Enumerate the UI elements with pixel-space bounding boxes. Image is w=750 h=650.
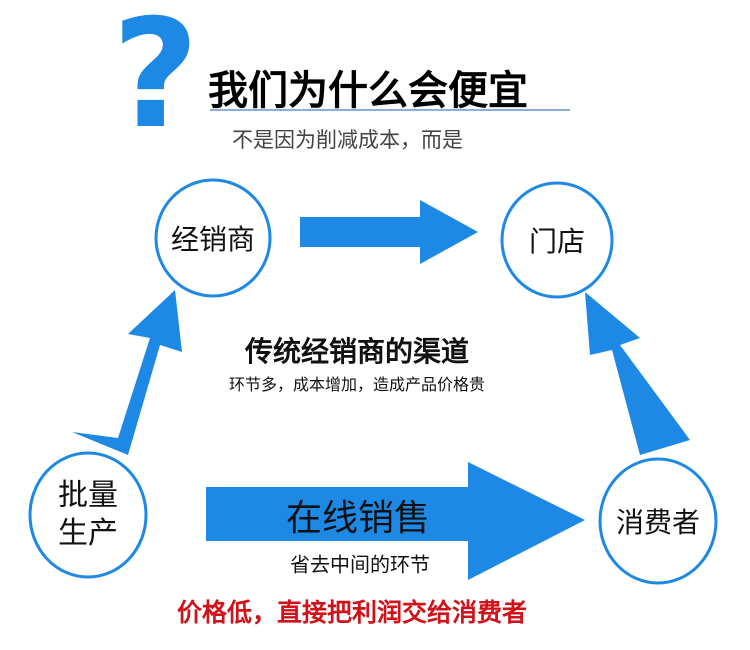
online-sales-title: 在线销售	[285, 498, 431, 539]
footer-note: 价格低，直接把利润交给消费者	[176, 598, 528, 627]
page-subtitle: 不是因为削减成本，而是	[232, 128, 463, 152]
arrow-consumer-to-store	[585, 292, 690, 455]
arrow-distributor-to-store	[300, 200, 478, 264]
node-store: 门店	[528, 225, 586, 258]
arrow-online-sales	[206, 462, 585, 580]
node-consumer: 消费者	[615, 506, 701, 539]
online-sales-desc: 省去中间的环节	[290, 552, 430, 577]
arrow-production-to-distributor	[72, 290, 182, 455]
node-store-circle	[500, 181, 614, 299]
node-production-line2: 生产	[58, 516, 118, 551]
node-distributor-circle	[154, 178, 272, 298]
page-title: 我们为什么会便宜	[208, 68, 528, 114]
node-production: 批量 生产	[58, 477, 118, 553]
node-production-line1: 批量	[58, 478, 118, 513]
node-production-circle	[28, 451, 148, 579]
traditional-channel-title: 传统经销商的渠道	[244, 335, 470, 368]
question-mark-icon: ?	[112, 0, 200, 162]
node-distributor: 经销商	[170, 223, 256, 256]
traditional-channel-desc: 环节多，成本增加，造成产品价格贵	[228, 375, 486, 394]
node-consumer-circle	[598, 457, 718, 585]
